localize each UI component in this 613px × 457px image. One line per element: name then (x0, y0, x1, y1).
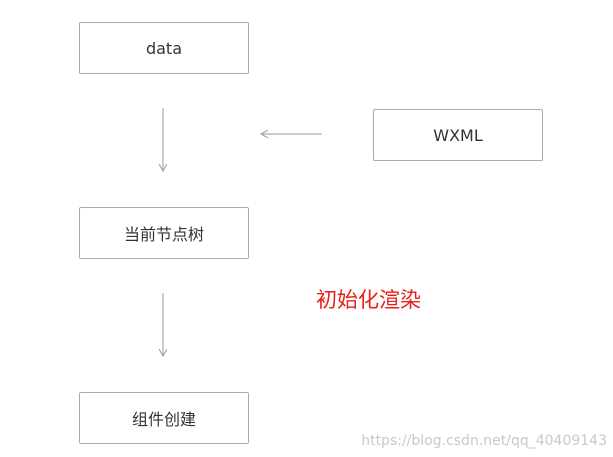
node-wxml: WXML (373, 109, 543, 161)
node-wxml-label: WXML (433, 125, 483, 145)
node-current-tree: 当前节点树 (79, 207, 249, 259)
node-data-label: data (145, 38, 183, 58)
node-data: data (79, 22, 249, 74)
watermark: https://blog.csdn.net/qq_40409143 (361, 433, 607, 449)
node-component-create-label: 组件创建 (131, 410, 196, 429)
annotation-initial-render: 初始化渲染 (316, 288, 421, 312)
node-component-create: 组件创建 (79, 392, 249, 444)
node-current-tree-label: 当前节点树 (123, 225, 204, 244)
